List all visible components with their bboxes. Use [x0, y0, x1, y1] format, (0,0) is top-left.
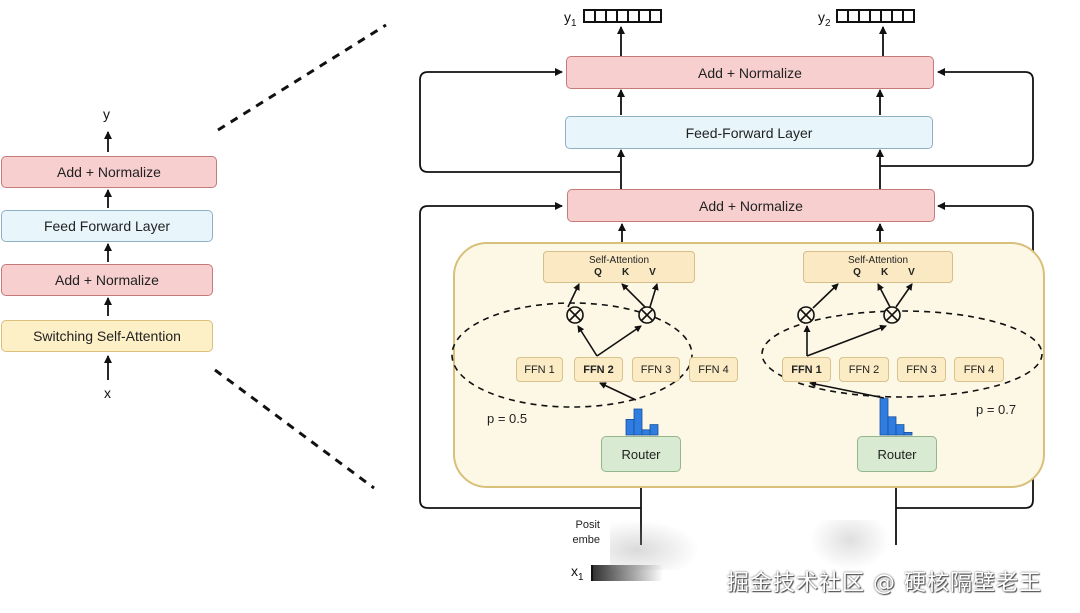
- column1-histogram-bar-4: [649, 424, 659, 436]
- column2-ffn-1-label: FFN 1: [791, 363, 822, 376]
- column2-router-histogram: [879, 398, 913, 436]
- column1-ffn-3-label: FFN 3: [640, 363, 672, 376]
- column1-connectors: [451, 283, 693, 408]
- input-x1-vector-blurred: [591, 565, 663, 581]
- output-y2-label: y2: [818, 9, 831, 29]
- left-output-label: y: [103, 106, 110, 122]
- column2-q-label: Q: [853, 267, 861, 278]
- left-input-label: x: [104, 385, 111, 401]
- column2-histogram-bar-3: [895, 424, 905, 436]
- column1-probability: p = 0.5: [487, 411, 528, 426]
- column1-ffn-3[interactable]: FFN 3: [632, 357, 680, 382]
- positional-embedding-line2: embe: [572, 534, 600, 546]
- blur-smudge-2: [810, 520, 890, 570]
- left-add-normalize-bottom[interactable]: Add + Normalize: [1, 264, 213, 296]
- left-add-normalize-bottom-label: Add + Normalize: [55, 272, 159, 288]
- column2-self-attention[interactable]: Self-Attention Q K V: [803, 251, 953, 283]
- column2-ffn-4[interactable]: FFN 4: [954, 357, 1004, 382]
- column1-router-label: Router: [621, 446, 661, 462]
- column1-ffn-2-label: FFN 2: [583, 363, 614, 376]
- column2-histogram-bar-4: [903, 431, 913, 436]
- column2-ffn-2-label: FFN 2: [848, 363, 880, 376]
- column2-k-label: K: [880, 267, 889, 278]
- column2-probability: p = 0.7: [976, 402, 1017, 417]
- left-add-normalize-top[interactable]: Add + Normalize: [1, 156, 217, 188]
- column1-histogram-bar-2: [633, 408, 643, 436]
- column2-router[interactable]: Router: [857, 436, 937, 472]
- column1-multiply-nodes: [566, 306, 656, 324]
- left-feed-forward-label: Feed Forward Layer: [43, 218, 171, 234]
- column1-ffn-4[interactable]: FFN 4: [689, 357, 738, 382]
- column1-k-label: K: [621, 267, 630, 278]
- left-switching-self-attention[interactable]: Switching Self-Attention: [1, 320, 213, 352]
- right-add-normalize-mid-label: Add + Normalize: [699, 197, 803, 214]
- column2-v-label: V: [908, 267, 915, 278]
- output-y1-vector: [583, 9, 662, 23]
- right-add-normalize-top[interactable]: Add + Normalize: [566, 56, 934, 89]
- zoom-line-bottom: [214, 368, 375, 490]
- positional-embedding-label: Posit embe: [562, 518, 600, 548]
- left-switching-self-attention-label: Switching Self-Attention: [33, 328, 181, 344]
- right-add-normalize-top-label: Add + Normalize: [698, 64, 802, 81]
- column2-ffn-3-label: FFN 3: [906, 363, 937, 376]
- column2-ffn-1-selected[interactable]: FFN 1: [782, 357, 831, 382]
- column2-self-attention-label: Self-Attention: [847, 255, 909, 266]
- watermark: 掘金技术社区 @ 硬核隔壁老王: [727, 571, 1042, 596]
- column1-router[interactable]: Router: [601, 436, 681, 472]
- column2-histogram-bar-1: [879, 398, 889, 436]
- column1-histogram-bar-3: [641, 429, 651, 436]
- column1-expert-pool-dashed: [451, 302, 693, 408]
- column2-ffn-3[interactable]: FFN 3: [897, 357, 946, 382]
- column1-self-attention-label: Self-Attention: [588, 255, 650, 266]
- right-feed-forward-layer[interactable]: Feed-Forward Layer: [565, 116, 933, 149]
- blur-smudge: [610, 520, 700, 570]
- column1-ffn-1-label: FFN 1: [524, 363, 555, 376]
- column1-ffn-1[interactable]: FFN 1: [516, 357, 563, 382]
- output-y2-vector: [836, 9, 915, 23]
- column1-v-label: V: [649, 267, 656, 278]
- zoom-line-top: [217, 23, 387, 132]
- column1-ffn-2-selected[interactable]: FFN 2: [574, 357, 623, 382]
- positional-embedding-line1: Posit: [575, 519, 600, 531]
- input-x1-label: x1: [571, 563, 584, 583]
- left-feed-forward-layer[interactable]: Feed Forward Layer: [1, 210, 213, 242]
- output-y1-label: y1: [564, 9, 577, 29]
- right-add-normalize-mid[interactable]: Add + Normalize: [567, 189, 935, 222]
- column1-self-attention[interactable]: Self-Attention Q K V: [543, 251, 695, 283]
- left-add-normalize-top-label: Add + Normalize: [57, 164, 161, 180]
- column2-ffn-4-label: FFN 4: [963, 363, 995, 376]
- column2-histogram-bar-2: [887, 416, 897, 436]
- column1-router-histogram: [625, 408, 659, 436]
- column1-q-label: Q: [594, 267, 602, 278]
- column2-multiply-nodes: [797, 306, 901, 324]
- column2-connectors: [761, 283, 1043, 399]
- column2-ffn-2[interactable]: FFN 2: [839, 357, 889, 382]
- column2-router-label: Router: [877, 446, 917, 462]
- right-feed-forward-label: Feed-Forward Layer: [685, 124, 813, 141]
- column2-expert-pool-dashed: [761, 310, 1043, 398]
- column1-ffn-4-label: FFN 4: [698, 363, 729, 376]
- column1-histogram-bar-1: [625, 418, 635, 436]
